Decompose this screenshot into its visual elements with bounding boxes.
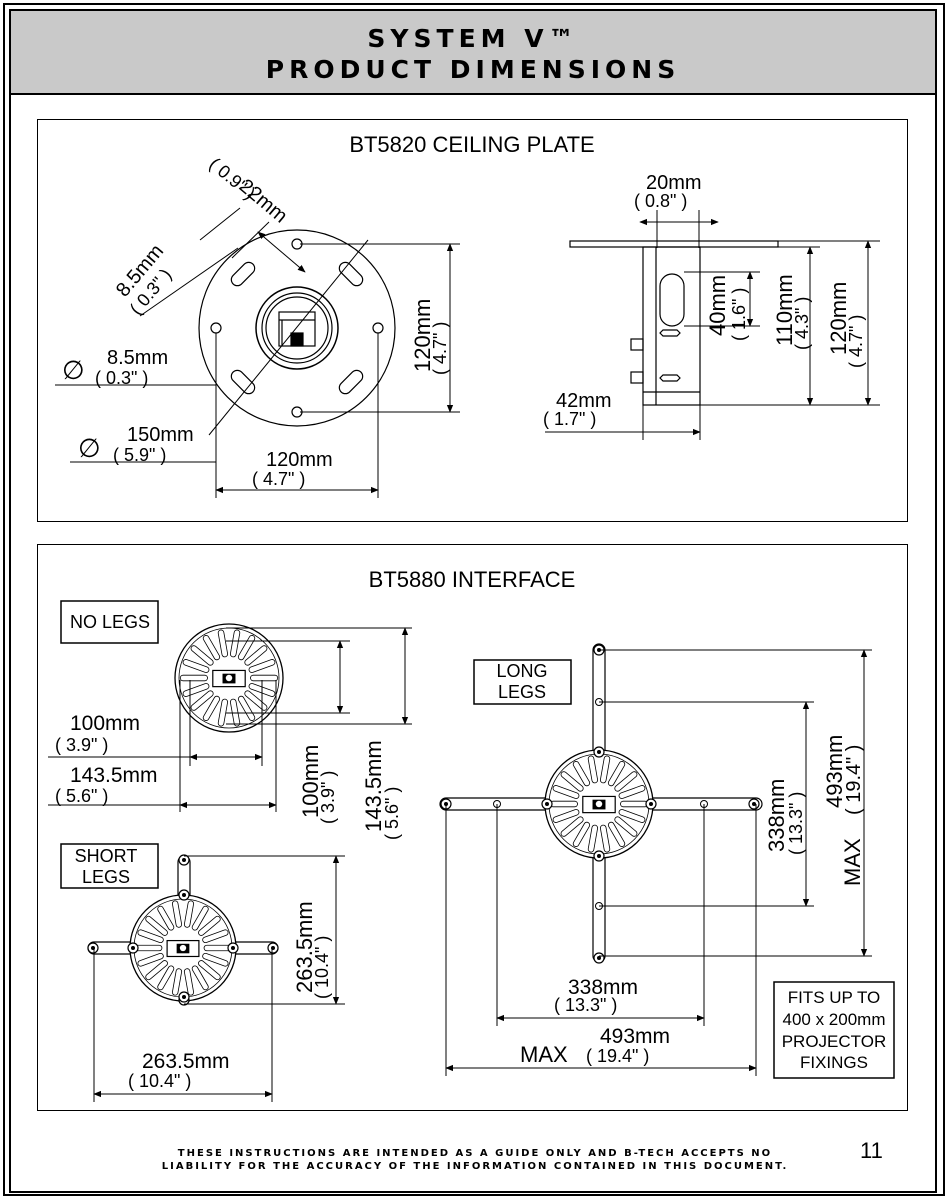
long-legs-hdim1-in: ( 13.3" ) [554,995,617,1015]
hole-diameter-in: ( 0.3" ) [95,368,148,388]
interface-title: BT5880 INTERFACE [369,567,576,592]
ceiling-plate-front-view [198,229,396,427]
slot-len-in: ( 1.6" ) [729,288,749,341]
fits-line-4: FIXINGS [800,1053,868,1072]
short-legs-label-1: SHORT [75,846,138,866]
interface-no-legs [174,623,284,733]
fits-line-2: 400 x 200mm [783,1010,886,1029]
no-legs-vdim1-mm: 100mm [298,745,323,818]
short-legs-hdim-in: ( 10.4" ) [128,1071,191,1091]
short-legs-vdim-in: ( 10.4" ) [312,936,332,999]
ceiling-plate-side-view [569,240,779,406]
interface-panel [37,544,908,1111]
ceiling-plate-drawing: BT5820 CEILING PLATE 22mm ( 0.9" ) 8.5mm… [55,132,880,498]
header-subtitle: PRODUCT DIMENSIONS [265,55,681,84]
long-legs-hdim2-in: ( 19.4" ) [586,1046,649,1066]
short-legs-hdim-mm: 263.5mm [142,1050,230,1073]
long-legs-vdim1-in: ( 13.3" ) [786,792,806,855]
disclaimer: THESE INSTRUCTIONS ARE INTENDED AS A GUI… [100,1147,850,1173]
ceiling-plate-title: BT5820 CEILING PLATE [349,132,594,157]
tube-width-in: ( 1.7" ) [543,409,596,429]
diameter-icon: ∅ [78,433,101,463]
disclaimer-line-2: LIABILITY FOR THE ACCURACY OF THE INFORM… [161,1161,789,1172]
tube-length-in: ( 4.3" ) [792,297,812,350]
long-legs-vdim2-in: ( 19.4" ) [843,745,865,815]
total-height-in: ( 4.7" ) [846,315,866,368]
hole-pitch-vertical-mm: 120mm [410,299,435,372]
disclaimer-line-1: THESE INSTRUCTIONS ARE INTENDED AS A GUI… [177,1148,773,1159]
long-legs-hdim2-mm: 493mm [600,1025,670,1048]
fits-line-3: PROJECTOR [782,1032,887,1051]
hole-diameter-mm: 8.5mm [107,347,168,369]
ceiling-plate-panel [37,119,908,522]
no-legs-vdim2-in: ( 5.6" ) [382,787,402,840]
no-legs-vdim1-in: ( 3.9" ) [318,771,338,824]
long-legs-hdim1-mm: 338mm [568,976,638,999]
no-legs-box [60,600,159,644]
no-legs-dim1-in: ( 3.9" ) [55,735,108,755]
long-legs-vdim2-mm: 493mm [822,735,847,808]
long-legs-vdim2-max: MAX [840,838,865,886]
fits-line-1: FITS UP TO [788,988,881,1007]
total-height-mm: 120mm [826,282,851,355]
long-legs-hdim2-max: MAX [520,1042,568,1067]
no-legs-dim1-mm: 100mm [70,712,140,735]
page-inner-border [9,9,937,1193]
diameter-icon: ∅ [62,355,85,385]
long-legs-vdim1-mm: 338mm [764,779,789,852]
side-width-mm: 20mm [646,172,702,194]
long-legs-label-1: LONG [496,661,547,681]
plate-diameter-in: ( 5.9" ) [113,445,166,465]
fits-box [773,981,895,1079]
long-legs-label-2: LEGS [498,682,546,702]
page-header: SYSTEM V™ PRODUCT DIMENSIONS [11,11,935,95]
no-legs-dim2-mm: 143.5mm [70,764,158,787]
header-title: SYSTEM V™ [367,24,579,53]
short-legs-label-2: LEGS [82,867,130,887]
hole-pitch-mm: 120mm [266,449,333,471]
slot-len-mm: 40mm [705,275,730,336]
page-number: 11 [860,1138,883,1163]
page-outer-border [3,3,945,1196]
no-legs-label: NO LEGS [70,612,150,632]
short-legs-vdim-mm: 263.5mm [292,901,317,993]
plate-diameter-mm: 150mm [127,424,194,446]
long-legs-box [473,659,572,705]
hole-pitch-vertical-in: ( 4.7" ) [430,322,450,375]
tube-width-mm: 42mm [556,390,612,412]
hole-pitch-in: ( 4.7" ) [252,469,305,489]
no-legs-dim2-in: ( 5.6" ) [55,786,108,806]
no-legs-vdim2-mm: 143.5mm [361,740,386,832]
short-legs-box [60,843,159,889]
tube-length-mm: 110mm [772,274,797,346]
side-width-in: ( 0.8" ) [634,191,687,211]
